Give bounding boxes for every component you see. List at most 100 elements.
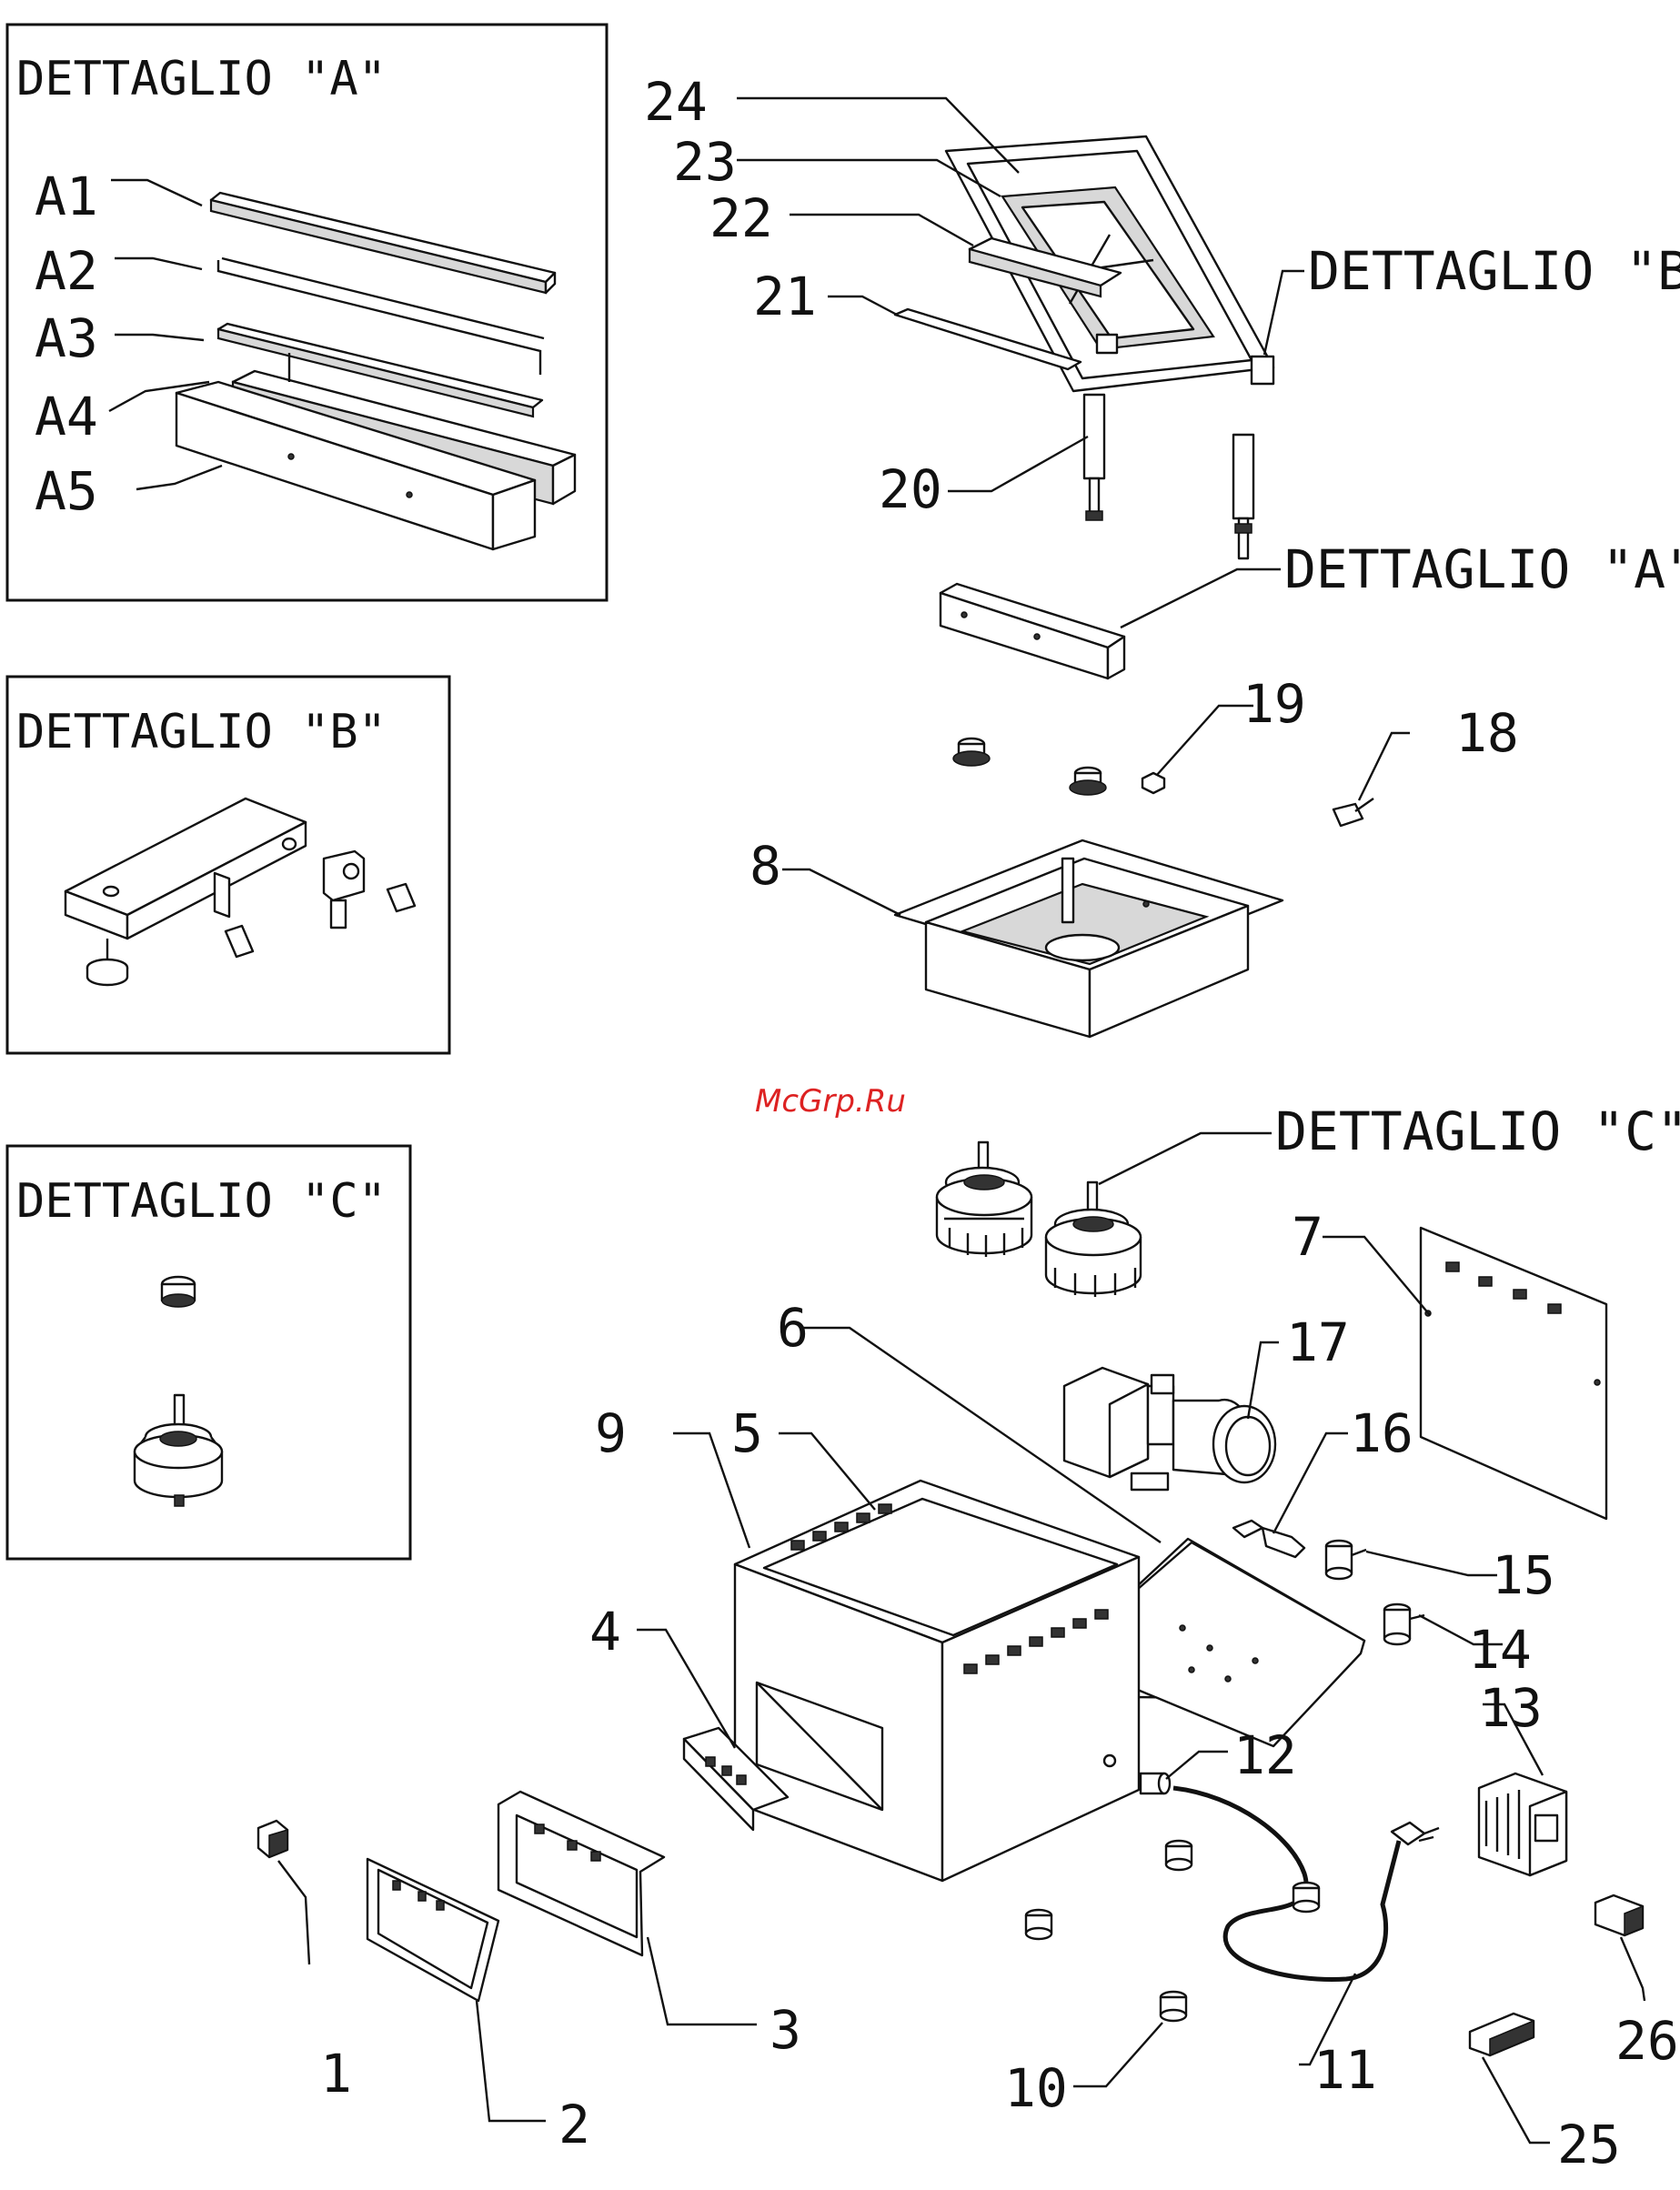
detail-a-title: DETTAGLIO "A" [16,52,387,106]
label-6: 6 [777,1297,809,1359]
leader-7 [1323,1237,1430,1315]
label-16: 16 [1350,1402,1413,1464]
leader-21 [828,296,897,315]
part-20-gas-spring-left [1084,395,1104,520]
leader-16 [1273,1433,1348,1533]
leader-detail-b [1264,271,1304,355]
label-22: 22 [709,187,773,249]
leader-10 [1073,2023,1162,2086]
part-17-pump-motor [1064,1368,1275,1490]
leader-12 [1166,1752,1228,1779]
part-b-pin [226,926,253,957]
leader-5 [779,1433,875,1510]
part-detail-a-rail [941,584,1124,678]
part-20-gas-spring-right [1233,435,1253,558]
label-9: 9 [595,1402,627,1464]
part-15-valve [1326,1541,1366,1579]
leader-a2 [115,258,202,269]
part-18-switch [1333,799,1373,826]
label-26: 26 [1615,2010,1679,2072]
label-7: 7 [1292,1206,1323,1268]
label-5: 5 [731,1402,763,1464]
part-10-foot-1 [1166,1841,1192,1870]
leader-detail-c [1099,1133,1272,1184]
label-12: 12 [1233,1724,1297,1786]
label-1: 1 [320,2043,352,2105]
item-a3-label: A3 [35,307,98,369]
leader-19 [1157,706,1253,775]
part-8-vacuum-chamber [895,840,1283,1037]
lid-assembly [895,136,1273,678]
part-c-knob [162,1277,195,1307]
watermark: McGrp.Ru [755,1083,906,1120]
label-25: 25 [1557,2114,1621,2175]
label-15: 15 [1492,1544,1555,1606]
leader-18 [1359,733,1410,800]
part-3-front-bezel [498,1792,664,1955]
part-gear-motor-left [937,1142,1031,1257]
leader-25 [1483,2057,1550,2143]
part-5-cabinet [735,1481,1139,1881]
part-12-cable-gland [1141,1773,1170,1793]
label-21: 21 [753,266,817,327]
leader-2 [477,2001,546,2121]
label-10: 10 [1004,2057,1068,2119]
label-2: 2 [558,2094,590,2155]
label-13: 13 [1479,1677,1543,1739]
part-1-switch [258,1821,287,1857]
label-23: 23 [673,131,737,193]
part-b-bushing [387,884,415,911]
leader-26 [1621,1937,1645,2001]
label-19: 19 [1242,673,1306,735]
part-b-arm [65,799,306,939]
part-knob-right [1070,768,1106,795]
label-14: 14 [1468,1619,1532,1681]
part-14-valve [1384,1604,1424,1644]
label-18: 18 [1455,702,1519,764]
leader-15 [1366,1552,1497,1575]
part-26-fuse-holder [1595,1895,1643,1935]
part-10-foot-3 [1026,1910,1051,1939]
part-13-transformer [1479,1773,1566,1875]
detail-c-title: DETTAGLIO "C" [16,1174,387,1229]
label-17: 17 [1286,1311,1350,1373]
callout-detail-b: DETTAGLIO "B" [1308,240,1680,302]
item-a4-label: A4 [35,386,98,447]
leader-3 [648,1937,757,2024]
part-16-sensor [1233,1521,1304,1557]
item-a2-label: A2 [35,240,98,302]
leader-a3 [115,335,204,340]
part-b-clamp [324,851,364,928]
callout-detail-c: DETTAGLIO "C" [1275,1100,1680,1162]
leader-8 [782,869,900,915]
detail-b-box: DETTAGLIO "B" [7,677,449,1053]
part-2-front-label [367,1859,498,2001]
callout-detail-a: DETTAGLIO "A" [1284,538,1680,600]
label-11: 11 [1313,2039,1377,2101]
label-4: 4 [589,1601,621,1663]
detail-a-box: DETTAGLIO "A" A1 A2 A3 A4 A5 [7,25,607,600]
label-8: 8 [749,835,781,897]
part-gear-motor-right [1046,1182,1141,1297]
label-3: 3 [770,1999,801,2061]
detail-b-title: DETTAGLIO "B" [16,705,387,759]
leader-1 [278,1861,309,1964]
detail-c-box: DETTAGLIO "C" [7,1146,410,1559]
leader-a5 [136,466,222,489]
leader-a1 [111,180,202,206]
part-10-foot-4 [1161,1992,1186,2021]
part-c-gear [135,1395,222,1506]
part-b-foot [87,939,127,985]
part-10-foot-2 [1293,1883,1319,1912]
leader-20 [948,437,1088,491]
item-a1-label: A1 [35,166,98,227]
part-knob-left [953,738,990,766]
part-a1-rail [211,193,555,293]
part-7-rear-panel [1421,1228,1606,1519]
part-19-nut [1142,773,1164,793]
item-a5-label: A5 [35,460,98,522]
leader-22 [790,215,973,246]
label-20: 20 [879,458,942,520]
leader-detail-a [1121,569,1281,628]
